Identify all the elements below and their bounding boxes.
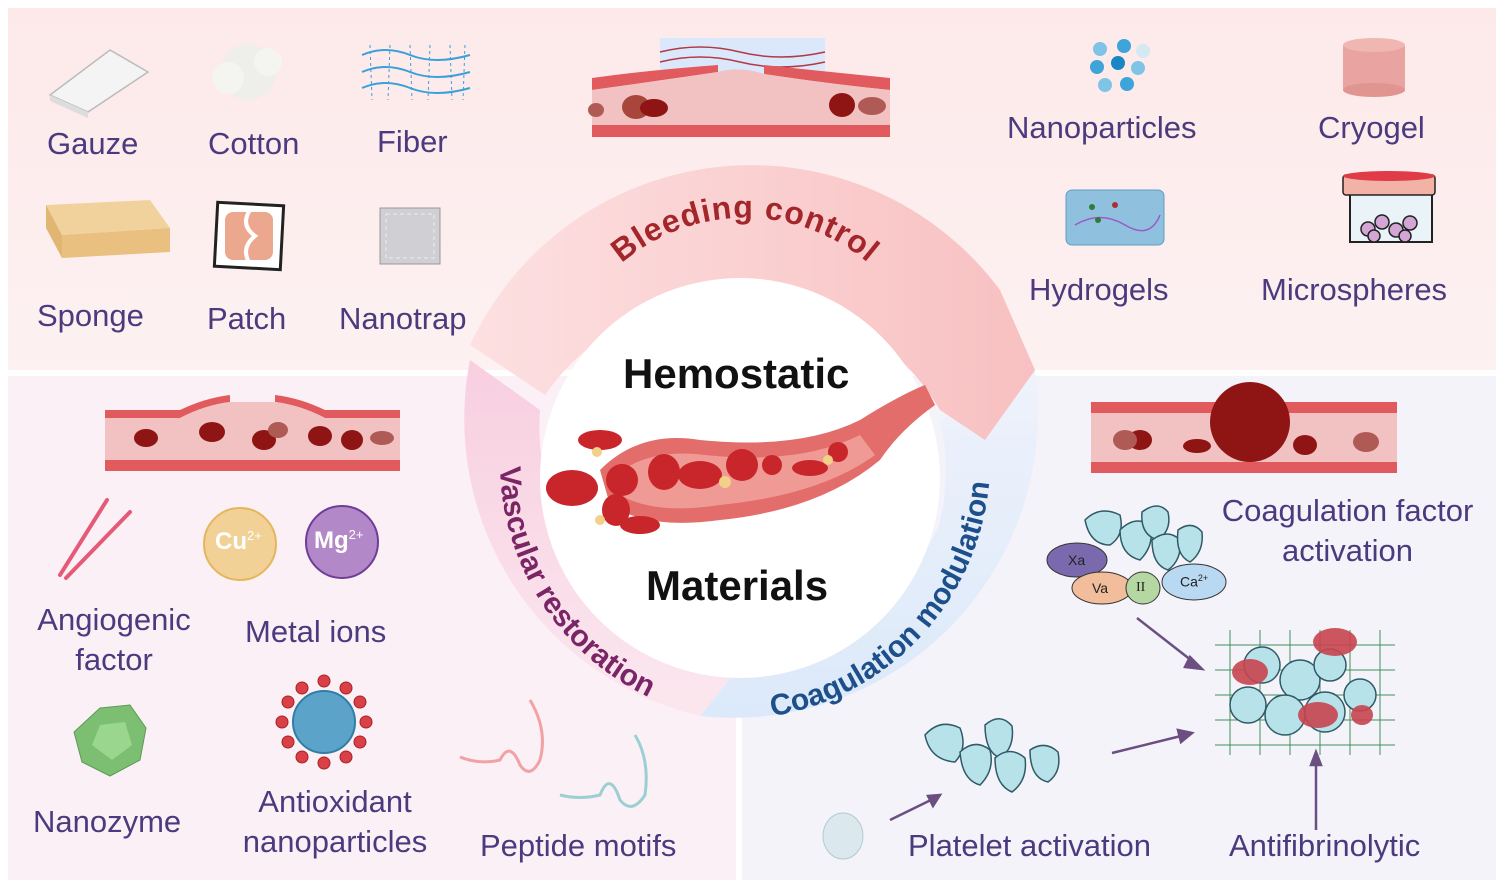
fiber-label: Fiber (377, 124, 448, 159)
center-title-line1: Hemostatic (623, 350, 850, 397)
cryogel-label: Cryogel (1318, 110, 1425, 145)
hydrogels-label: Hydrogels (1029, 272, 1169, 307)
vascular-arc (464, 360, 745, 716)
nanotrap-label: Nanotrap (339, 301, 467, 336)
cotton-label: Cotton (208, 126, 300, 161)
patch-label: Patch (207, 301, 287, 336)
sponge-label: Sponge (37, 298, 144, 333)
mg-ion-text: Mg2+ (314, 527, 364, 554)
ca-label: Ca2+ (1180, 573, 1209, 590)
platelet-activation-label: Platelet activation (908, 828, 1151, 863)
va-label: Va (1092, 580, 1109, 596)
nanozyme-label: Nanozyme (33, 804, 182, 839)
peptide-motifs-label: Peptide motifs (480, 828, 677, 863)
gauze-label: Gauze (47, 126, 139, 161)
nanoparticles-label: Nanoparticles (1007, 110, 1197, 145)
ii-label: II (1136, 580, 1146, 595)
center-title-line2: Materials (646, 562, 829, 609)
bleeding-vessel-icon (546, 385, 935, 534)
antifibrinolytic-label: Antifibrinolytic (1229, 828, 1421, 863)
microspheres-label: Microspheres (1261, 272, 1448, 307)
xa-label: Xa (1068, 552, 1086, 568)
bleeding-arc (470, 165, 1035, 440)
cu-ion-text: Cu2+ (215, 528, 262, 555)
metal-ions-label: Metal ions (245, 614, 387, 649)
coagulation-arc (700, 380, 1032, 712)
